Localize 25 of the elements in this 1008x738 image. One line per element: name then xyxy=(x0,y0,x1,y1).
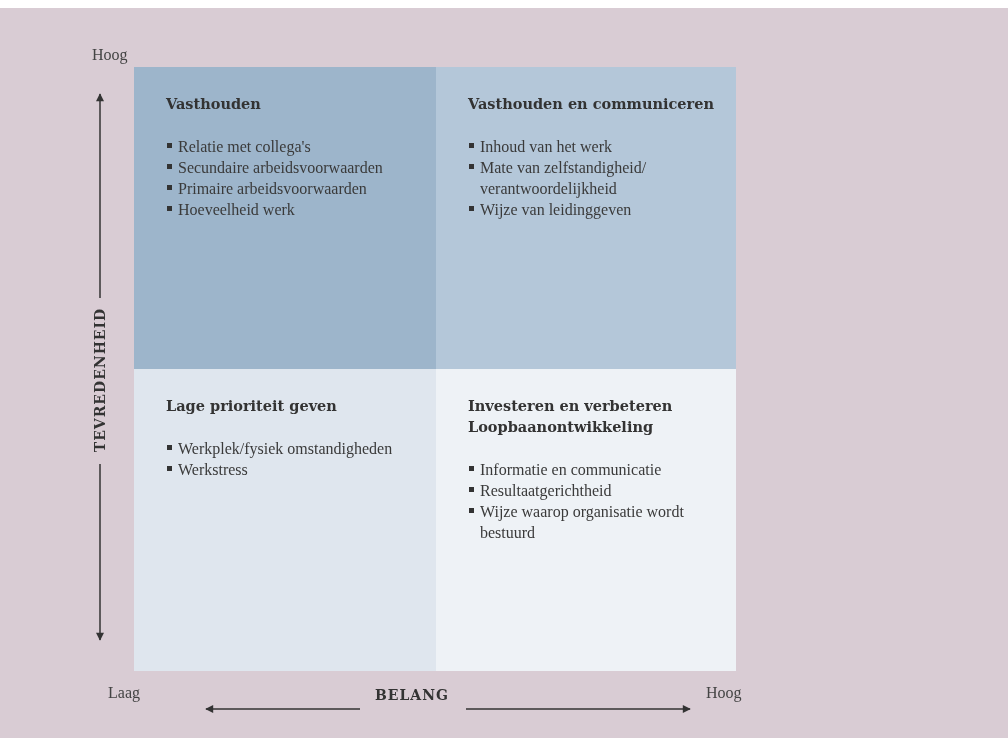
quadrant-panel xyxy=(134,67,436,369)
quadrant-panel xyxy=(436,369,736,671)
axis-title: TEVREDENHEID xyxy=(92,307,108,453)
quadrant-heading: Investeren en verbeteren Loopbaanontwikkeling xyxy=(468,396,674,437)
bullet-item: Werkstress xyxy=(166,459,416,480)
bullet-item: Relatie met collega's xyxy=(166,136,416,157)
axis-end-label: Hoog xyxy=(92,46,128,64)
quadrant-panel xyxy=(436,67,736,369)
axis-title: BELANG xyxy=(375,687,449,703)
quadrant-heading: Lage prioriteit geven xyxy=(166,396,338,416)
quadrant-heading: Vasthouden en communiceren xyxy=(468,94,715,114)
quadrant-heading: Vasthouden xyxy=(166,94,262,114)
axis-end-label: Hoog xyxy=(706,684,742,702)
bullet-item: Werkplek/fysiek omstandigheden xyxy=(166,438,416,459)
bullet-item: Informatie en communicatie xyxy=(468,459,716,480)
bullet-item: Inhoud van het werk xyxy=(468,136,716,157)
quadrant-panel xyxy=(134,369,436,671)
bullet-item: Wijze waarop organisatie wordt bestuurd xyxy=(468,501,716,543)
bullet-item: Hoeveelheid werk xyxy=(166,199,416,220)
bullet-item: Secundaire arbeidsvoorwaarden xyxy=(166,157,416,178)
bullet-item: Wijze van leidinggeven xyxy=(468,199,716,220)
bullet-item: Resultaatgerichtheid xyxy=(468,480,716,501)
axis-end-label: Laag xyxy=(108,684,140,702)
bullet-item: Primaire arbeidsvoorwaarden xyxy=(166,178,416,199)
bullet-item: Mate van zelfstandigheid/ verantwoordelijkheid xyxy=(468,157,716,199)
